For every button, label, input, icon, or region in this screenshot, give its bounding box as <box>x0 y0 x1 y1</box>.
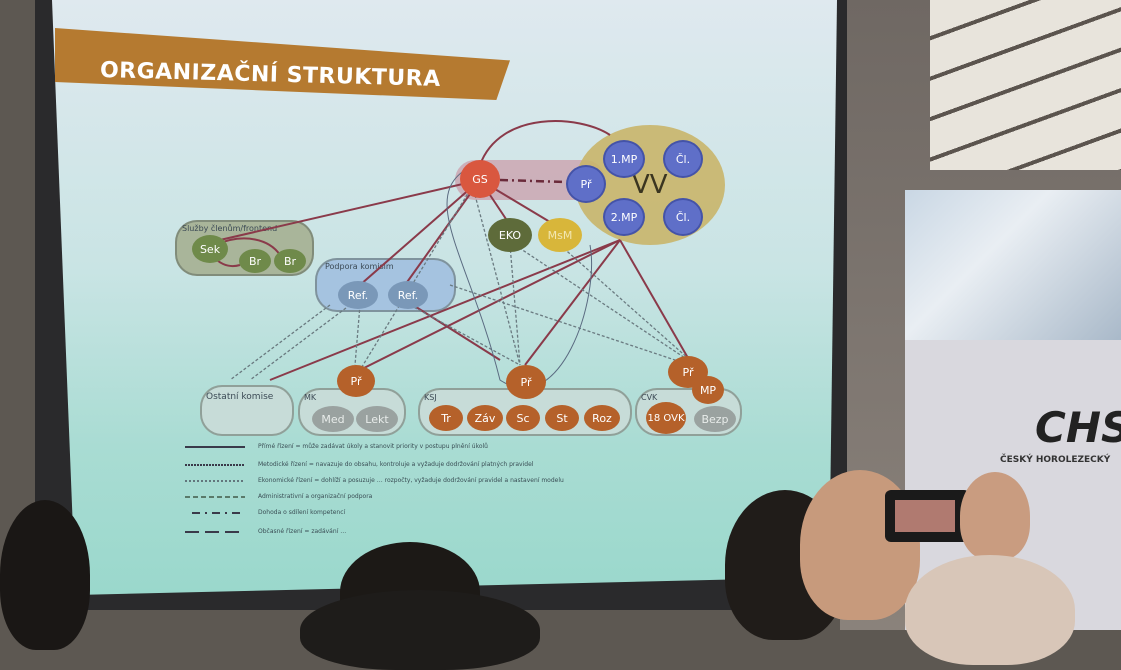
edge <box>354 304 361 366</box>
node-br-2: Br <box>274 249 306 273</box>
node-ovk: 18 OVK <box>646 402 686 434</box>
podpora-label: Podpora komisím <box>325 262 394 271</box>
edge <box>619 239 689 359</box>
node-cl-1: Čl. <box>663 140 703 178</box>
node-1mp: 1.MP <box>603 140 645 178</box>
node-pr: Př <box>566 165 606 203</box>
edge <box>229 304 331 381</box>
podpora-box <box>315 258 456 312</box>
audience-shoulders <box>300 590 540 670</box>
node-gs: GS <box>460 160 500 198</box>
legend-text: Přímé řízení = může zadávat úkoly a stan… <box>258 443 488 450</box>
sluzby-label: Služby členům/frontend <box>182 224 278 233</box>
edge <box>479 120 611 166</box>
edge <box>269 239 621 381</box>
node-ref-1: Ref. <box>338 281 378 309</box>
node-bezp: Bezp <box>694 406 736 432</box>
edge <box>249 304 351 381</box>
node-med: Med <box>312 406 354 432</box>
node-br-1: Br <box>239 249 271 273</box>
node-roz: Roz <box>584 405 620 431</box>
node-tr: Tr <box>429 405 463 431</box>
legend-text: Dohoda o sdílení kompetencí <box>258 509 346 516</box>
edge <box>409 304 521 366</box>
node-cl-2: Čl. <box>663 198 703 236</box>
audience-head <box>0 500 90 650</box>
edge <box>404 299 501 361</box>
node-ref-2: Ref. <box>388 281 428 309</box>
ostatni-box <box>200 385 294 436</box>
edge <box>359 189 471 371</box>
ceiling <box>930 0 1121 170</box>
edge-curve <box>446 169 592 389</box>
edge <box>359 179 481 286</box>
edge <box>509 244 521 366</box>
banner-subtitle: ČESKÝ HOROLEZECKÝ <box>1000 455 1111 465</box>
node-ksj-pr: Př <box>506 365 546 399</box>
edge <box>219 179 481 241</box>
cvk-label: CVK <box>641 393 658 402</box>
vv-label: VV <box>632 170 668 200</box>
edge <box>404 179 481 286</box>
legend-text: Metodické řízení = navazuje do obsahu, k… <box>258 461 534 468</box>
node-2mp: 2.MP <box>603 198 645 236</box>
audience-hand <box>960 472 1030 560</box>
node-zav: Záv <box>467 405 503 431</box>
edge <box>359 239 621 371</box>
edge-dohoda <box>499 178 566 184</box>
ksj-label: KSJ <box>424 393 437 402</box>
banner-photo <box>905 190 1121 340</box>
node-cvk-mp: MP <box>692 376 724 404</box>
edge <box>524 239 621 366</box>
edge <box>474 194 521 366</box>
camera-screen <box>895 500 955 532</box>
edge <box>559 244 691 361</box>
node-eko: EKO <box>488 218 532 252</box>
audience-head <box>905 555 1075 665</box>
node-st: St <box>545 405 579 431</box>
legend-text: Ekonomické řízení = dohlíží a posuzuje …… <box>258 477 564 484</box>
node-sek: Sek <box>192 235 228 263</box>
mk-label: MK <box>304 393 317 402</box>
node-sc: Sc <box>506 405 540 431</box>
legend-text: Administrativní a organizační podpora <box>258 493 373 500</box>
edge <box>449 284 691 366</box>
banner-logo: CHS <box>1035 403 1121 452</box>
node-msm: MsM <box>538 218 582 252</box>
legend-text: Občasné řízení = zadávání … <box>258 528 347 535</box>
node-lekt: Lekt <box>356 406 398 432</box>
ostatni-label: Ostatní komise <box>206 392 274 402</box>
node-mk-pr: Př <box>337 365 375 397</box>
